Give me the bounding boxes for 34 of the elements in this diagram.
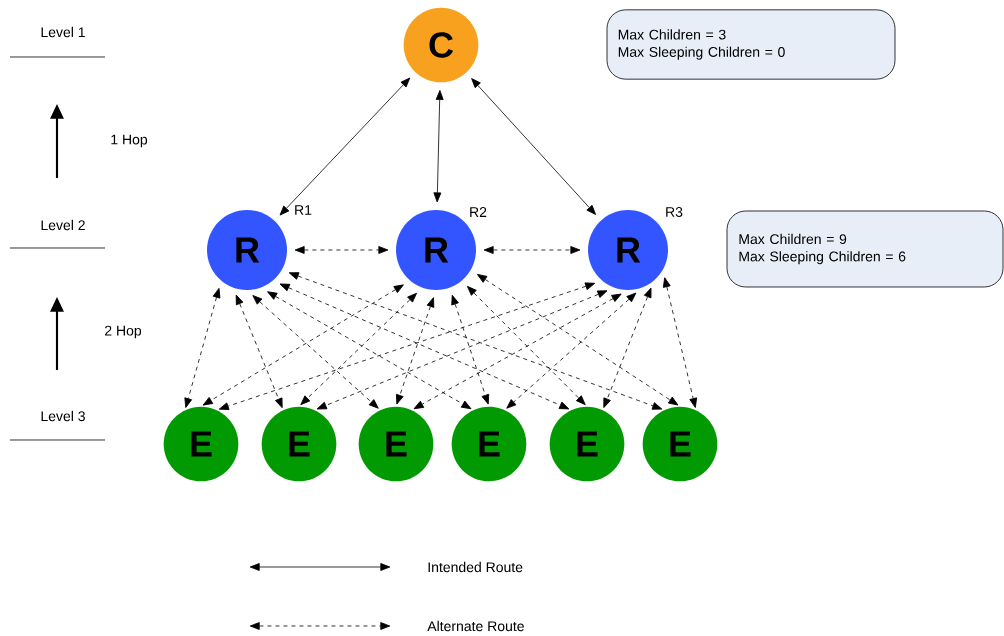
alternate-route-arrow bbox=[477, 274, 679, 406]
alternate-route-arrow bbox=[483, 246, 581, 254]
alternate-route-arrow bbox=[396, 297, 435, 405]
alternate-route-arrow bbox=[506, 292, 637, 409]
node-label: R1 bbox=[295, 205, 312, 215]
alternate-route-arrow bbox=[316, 290, 608, 410]
alternate-route-arrow bbox=[202, 284, 404, 406]
alternate-route-arrow bbox=[300, 292, 417, 406]
alternate-route-arrow bbox=[252, 295, 379, 409]
route-arrow bbox=[279, 77, 411, 216]
hop-label: 2 Hop bbox=[105, 325, 142, 339]
alternate-route-arrow bbox=[267, 291, 472, 410]
alternate-route-arrow bbox=[218, 282, 596, 410]
alternate-route-arrow bbox=[603, 287, 652, 408]
alternate-route-arrow bbox=[184, 287, 221, 408]
level-label: Level 2 bbox=[41, 219, 85, 231]
hop-label: 1 Hop bbox=[111, 134, 148, 148]
alternate-route-arrow bbox=[413, 293, 622, 410]
node-label: R3 bbox=[666, 207, 683, 217]
level-label: Level 3 bbox=[41, 410, 85, 422]
alternate-route-arrow bbox=[294, 246, 389, 254]
alternate-route-arrow bbox=[451, 294, 490, 405]
level-label: Level 1 bbox=[41, 26, 85, 38]
route-arrow bbox=[471, 78, 596, 215]
alternate-route-arrow bbox=[662, 277, 698, 408]
route-arrow bbox=[433, 89, 444, 203]
alternate-route-arrow bbox=[467, 285, 586, 406]
alternate-route-arrow bbox=[235, 294, 283, 409]
info-box: Max Children = 9 Max Sleeping Children = 6 bbox=[726, 210, 1004, 288]
alternate-route-arrow bbox=[279, 283, 570, 410]
alternate-route-arrow bbox=[288, 272, 663, 410]
legend-text: Intended Route bbox=[428, 561, 523, 573]
info-box: Max Children = 3 Max Sleeping Children = 0 bbox=[606, 9, 896, 80]
legend-text: Alternate Route bbox=[427, 620, 524, 632]
